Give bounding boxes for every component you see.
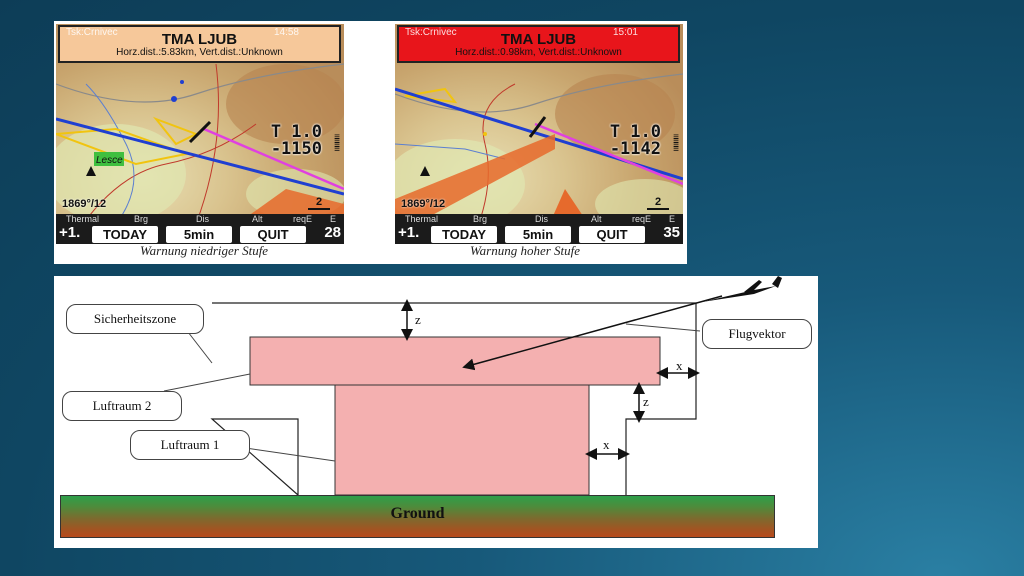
airspace-warning-box[interactable]: Tsk:Crnivec 14:58 TMA LJUB Horz.dist.:5.… [58,25,341,63]
task-label: Tsk:Crnivec [66,27,118,38]
airspace-diagram-panel: Sicherheitszone Luftraum 2 Luftraum 1 Fl… [54,276,818,548]
clock: 14:58 [273,27,299,38]
nav-labels: Thermal Brg Dis Alt reqE E [395,214,683,224]
nav-bar: Thermal Brg Dis Alt reqE E +1. TODAY 5mi… [395,214,683,244]
nav-thermal-value: +1. [59,224,81,241]
today-button[interactable]: TODAY [92,226,158,243]
vario-readout: T 1.0 -1142 [610,124,661,158]
safety-zone-outline [210,302,697,497]
dim-label-z-lower: z [643,394,649,409]
nav-label-dis: Dis [535,214,548,224]
thermal-average: T 1.0 [609,122,661,142]
airspace-diagram [163,276,782,497]
nav-label-alt: Alt [591,214,602,224]
5min-button[interactable]: 5min [166,226,232,243]
quit-button[interactable]: QUIT [240,226,306,243]
airspace-name: TMA LJUB [500,31,577,48]
task-label: Tsk:Crnivec [405,27,457,38]
caption-low-warning: Warnung niedriger Stufe [140,243,269,258]
vario-altitude: -1150 [270,139,322,159]
5min-button[interactable]: 5min [505,226,571,243]
nav-label-brg: Brg [473,214,488,224]
dim-label-x-upper: x [676,358,683,373]
vario-altitude: -1142 [609,139,661,159]
thermal-average: T 1.0 [270,122,322,142]
callout-safety-zone: Sicherheitszone [66,304,204,334]
airspace-distance: Horz.dist.:5.83km, Vert.dist.:Unknown [116,47,283,58]
airspace-2-rect [249,336,661,386]
nav-label-e: E [669,214,676,224]
airspace-name: TMA LJUB [161,31,238,48]
nav-e-value: 35 [663,224,680,241]
wind-readout: 1869°/12 [401,198,446,210]
nav-label-thermal: Thermal [405,214,439,224]
airspace-warning-box[interactable]: Tsk:Crnivec 15:01 TMA LJUB Horz.dist.:0.… [397,25,680,63]
nav-thermal-value: +1. [398,224,420,241]
vario-bars-icon: ≡≡≡≡ [334,132,340,155]
ground-bar: Ground [60,495,775,538]
vario-bars-icon: ≡≡≡≡ [673,132,679,155]
glider-icon [702,276,782,302]
today-button[interactable]: TODAY [431,226,497,243]
callout-airspace-2: Luftraum 2 [62,391,182,421]
waypoint-label: Lesce [96,155,123,166]
nav-screen-low-warning: Lesce Tsk:Crnivec 14:58 TMA LJUB Horz.di… [56,24,344,244]
airspace-distance: Horz.dist.:0.98km, Vert.dist.:Unknown [455,47,622,58]
nav-labels: Thermal Brg Dis Alt reqE E [56,214,344,224]
nav-e-value: 28 [324,224,341,241]
nav-label-reqe: reqE [293,214,313,224]
screenshots-panel: Lesce Tsk:Crnivec 14:58 TMA LJUB Horz.di… [54,21,687,264]
airspace-1-rect [334,384,590,496]
nav-label-brg: Brg [134,214,149,224]
nav-label-e: E [330,214,337,224]
nav-label-thermal: Thermal [66,214,100,224]
nav-label-dis: Dis [196,214,209,224]
map-scale: 2 [308,196,330,210]
callout-flight-vector: Flugvektor [702,319,812,349]
wind-readout: 1869°/12 [62,198,107,210]
nav-bar: Thermal Brg Dis Alt reqE E +1. TODAY 5mi… [56,214,344,244]
caption-high-warning: Warnung hoher Stufe [470,243,581,258]
map-scale: 2 [647,196,669,210]
nav-label-alt: Alt [252,214,263,224]
nav-screen-high-warning: Tsk:Crnivec 15:01 TMA LJUB Horz.dist.:0.… [395,24,683,244]
dim-label-z-top: z [415,312,421,327]
vario-readout: T 1.0 -1150 [271,124,322,158]
clock: 15:01 [612,27,638,38]
nav-label-reqe: reqE [632,214,652,224]
dim-label-x-lower: x [603,437,610,452]
callout-airspace-1: Luftraum 1 [130,430,250,460]
quit-button[interactable]: QUIT [579,226,645,243]
